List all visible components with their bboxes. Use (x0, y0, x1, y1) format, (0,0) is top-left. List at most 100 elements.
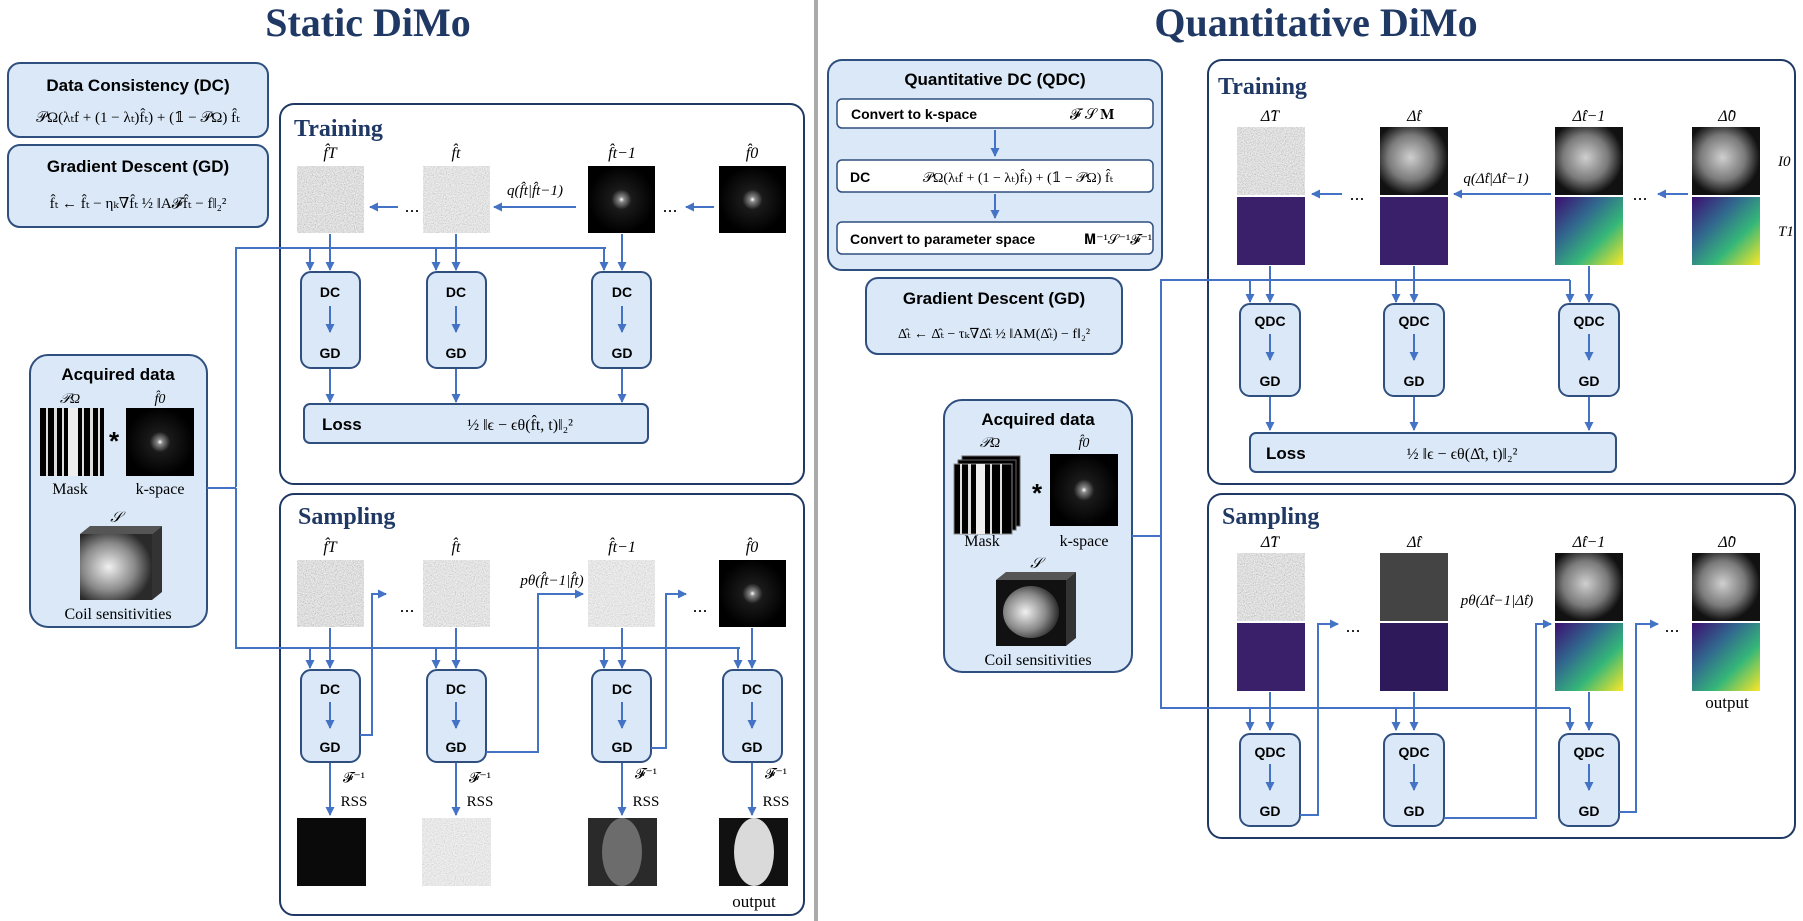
samp-img-dt-top (1380, 553, 1448, 621)
qdcgd-pill-1-train: QDC GD (1239, 303, 1301, 397)
noise-image-ft-train (423, 166, 490, 233)
label-fT-samp: f̂T (323, 537, 337, 556)
samp-img-d0-bottom (1692, 623, 1760, 691)
coil-image-left (80, 526, 162, 600)
label-fT-train: f̂T (323, 143, 337, 162)
svg-text:GD: GD (1404, 373, 1425, 389)
brain-img-d0-top (1692, 127, 1760, 195)
loss-box-left (303, 403, 649, 444)
svg-text:GD: GD (612, 739, 633, 755)
training-box-right (1207, 59, 1796, 485)
dcgd-pill-3-train: DC GD (591, 271, 652, 369)
brain-img-dt-bottom (1380, 197, 1448, 265)
kspace-image-f0-samp (719, 560, 786, 627)
label-d0-train: Δ̂0 (1717, 108, 1735, 125)
svg-text:DC: DC (320, 681, 340, 697)
svg-text:GD: GD (446, 345, 467, 361)
coil-label-right: Coil sensitivities (984, 652, 1091, 669)
coil-image-right (996, 572, 1076, 646)
mask-label-left: Mask (52, 481, 88, 498)
label-dT-train: Δ̂T (1260, 108, 1280, 125)
dots-rtrain-1: ... (1349, 184, 1364, 204)
label-dT-samp: Δ̂T (1260, 534, 1280, 551)
training-title-right: Training (1218, 74, 1307, 100)
loss-formula-left: ½ ‖ϵ − ϵθ(f̂t, t)‖₂² (467, 414, 573, 434)
qdc-row1-formula: 𝓕 𝒮 𝐌 (1070, 107, 1114, 123)
acquired-title-right: Acquired data (981, 410, 1095, 429)
svg-text:DC: DC (446, 681, 466, 697)
dots-samp-1: ... (399, 596, 414, 616)
samp-img-dT-top (1237, 553, 1305, 621)
rss-1: RSS (341, 794, 368, 810)
t1-label: T1 (1778, 224, 1794, 240)
svg-text:QDC: QDC (1254, 313, 1285, 329)
brain-img-dt1-bottom (1555, 197, 1623, 265)
svg-text:DC: DC (446, 284, 466, 300)
svg-text:GD: GD (1260, 373, 1281, 389)
svg-text:GD: GD (1579, 373, 1600, 389)
label-f0-samp: f̂0 (746, 537, 758, 556)
recon-image-1 (297, 818, 366, 886)
training-title-left: Training (294, 116, 383, 142)
svg-text:GD: GD (446, 739, 467, 755)
svg-text:DC: DC (742, 681, 762, 697)
svg-text:DC: DC (612, 284, 632, 300)
loss-formula-right: ½ ‖ϵ − ϵθ(Δ̂t, t)‖₂² (1407, 446, 1518, 463)
brain-img-dt-top (1380, 127, 1448, 195)
svg-text:QDC: QDC (1398, 744, 1429, 760)
noise-image-ft1-samp (588, 560, 655, 627)
label-ft1-train: f̂t−1 (608, 143, 636, 162)
label-d0-samp: Δ̂0 (1717, 534, 1735, 551)
gd-box (7, 144, 269, 228)
output-label-right: output (1705, 693, 1749, 712)
coil-label-left: Coil sensitivities (64, 606, 171, 623)
samp-img-dt1-bottom (1555, 623, 1623, 691)
q-label-right: q(Δ̂t|Δ̂t−1) (1463, 171, 1528, 187)
noise-image-fT-train (297, 166, 364, 233)
rss-4: RSS (763, 794, 790, 810)
qdcgd-pill-2-samp: QDC GD (1383, 733, 1445, 827)
svg-text:QDC: QDC (1398, 313, 1429, 329)
mask-label-right: Mask (964, 533, 1000, 550)
star-right: * (1032, 478, 1043, 508)
recon-image-2 (422, 818, 491, 886)
svg-text:QDC: QDC (1573, 744, 1604, 760)
dcgd-pill-2-train: DC GD (426, 271, 487, 369)
p-omega-left: 𝒫Ω (60, 392, 80, 407)
svg-text:GD: GD (320, 739, 341, 755)
output-label-left: output (732, 892, 776, 911)
qdc-title: Quantitative DC (QDC) (904, 70, 1085, 89)
noise-image-ft-samp (423, 560, 490, 627)
p-omega-right: 𝒫Ω (980, 436, 1000, 451)
rss-3: RSS (633, 794, 660, 810)
f0-acq-right: f̂0 (1079, 434, 1090, 451)
qdc-row2-label: DC (850, 169, 870, 185)
gd-box-formula: f̂ₜ ← f̂ₜ − ηₖ∇f̂ₜ ½ ‖A𝓕f̂ₜ − f‖₂² (50, 194, 227, 212)
svg-text:QDC: QDC (1254, 744, 1285, 760)
svg-text:GD: GD (612, 345, 633, 361)
kspace-acq-right (1050, 454, 1118, 526)
p-label-left: pθ(f̂t−1|f̂t) (519, 572, 583, 589)
mask-image-left (40, 408, 104, 476)
svg-text:GD: GD (1404, 803, 1425, 819)
dots-train-2: ... (662, 196, 677, 216)
gd-box-right (865, 277, 1123, 355)
finv-3: 𝓕⁻¹ (635, 767, 657, 782)
dc-box-title: Data Consistency (DC) (46, 76, 229, 95)
f0-acq-left: f̂0 (155, 390, 166, 407)
dots-samp-2: ... (692, 596, 707, 616)
label-dt1-samp: Δ̂t−1 (1572, 534, 1606, 551)
sampling-title-left: Sampling (298, 504, 395, 530)
svg-text:DC: DC (320, 284, 340, 300)
rss-2: RSS (467, 794, 494, 810)
kspace-label-left: k-space (136, 481, 185, 498)
samp-img-dT-bottom (1237, 623, 1305, 691)
dots-rtrain-2: ... (1632, 184, 1647, 204)
qdc-row2-formula: 𝒫Ω(λₜf + (1 − λₜ)f̂ₜ) + (𝟙 − 𝒫Ω) f̂ₜ (923, 169, 1114, 186)
dots-rsamp-2: ... (1664, 616, 1679, 636)
svg-text:GD: GD (1579, 803, 1600, 819)
label-ft-samp: f̂t (452, 537, 461, 556)
samp-img-dt-bottom (1380, 623, 1448, 691)
dcgd-pill-1-samp: DC GD (300, 669, 361, 763)
label-ft1-samp: f̂t−1 (608, 537, 636, 556)
